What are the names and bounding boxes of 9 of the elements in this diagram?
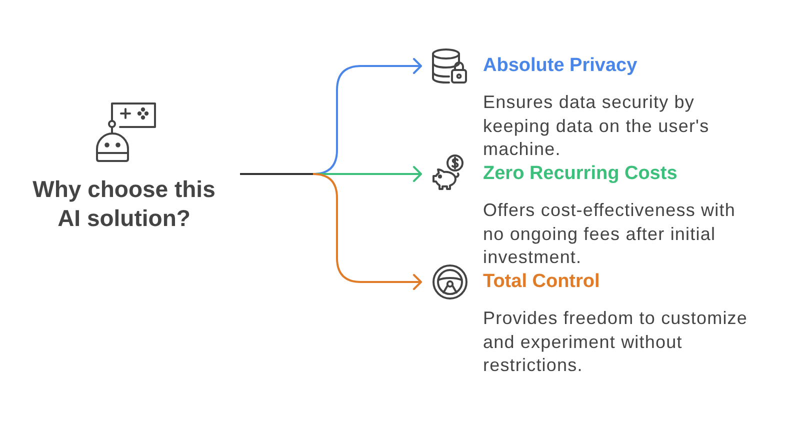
feature-heading: Total Control: [483, 270, 600, 294]
connector-line: [240, 173, 313, 175]
feature-heading: Zero Recurring Costs: [483, 162, 678, 186]
arrow: [312, 173, 422, 290]
feature-description: Ensures data security by keeping data on the user's machine.: [483, 91, 710, 161]
feature-description: Provides freedom to customize and experiment without restrictions.: [483, 307, 749, 377]
question-title: Why choose this AI solution?: [32, 174, 216, 232]
feature-heading: Absolute Privacy: [483, 54, 638, 78]
feature-description: Offers cost-effectiveness with no ongoing fees after initial investment.: [483, 199, 736, 269]
